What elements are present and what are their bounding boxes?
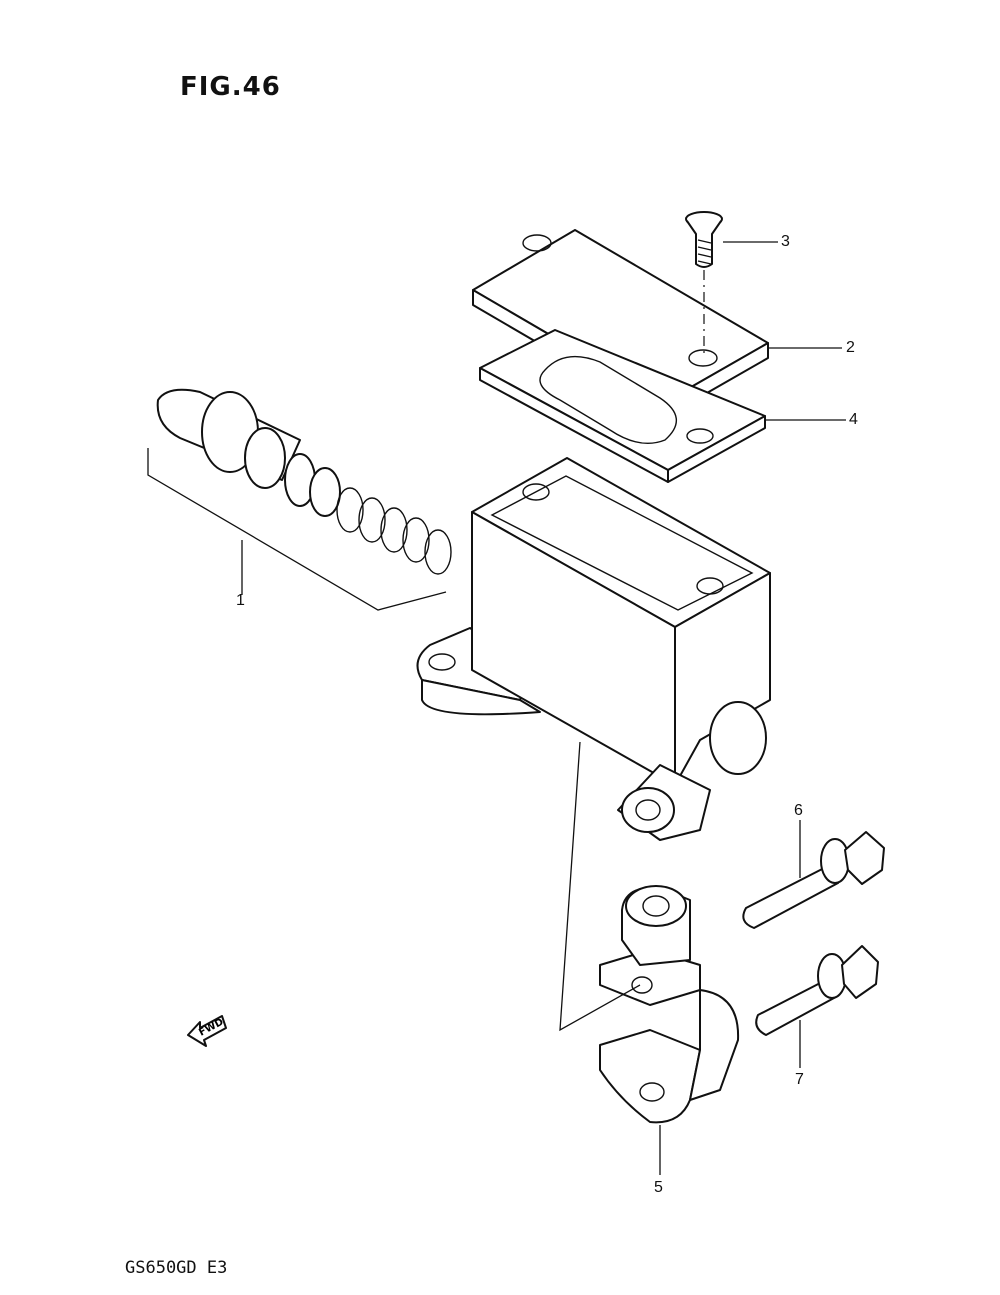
part-7-bolt [755, 945, 879, 1068]
callout-4: 4 [849, 411, 858, 428]
master-cylinder-body [416, 457, 771, 841]
part-6-bolt [742, 820, 885, 929]
fwd-arrow-icon: FWD [187, 1015, 227, 1047]
figure-title: FIG.46 [180, 72, 281, 102]
alignment-line [559, 741, 641, 1032]
part-4-diaphragm [479, 329, 766, 483]
part-5-clamp [599, 885, 740, 1175]
part-1-piston-assembly [147, 388, 452, 611]
callout-2: 2 [846, 339, 855, 356]
part-3-screw [685, 211, 723, 355]
callout-5: 5 [654, 1179, 663, 1196]
callout-7: 7 [795, 1071, 804, 1088]
callout-1: 1 [236, 592, 245, 609]
callout-6: 6 [794, 802, 803, 819]
callout-3: 3 [781, 233, 790, 250]
model-code: GS650GD E3 [125, 1258, 228, 1278]
